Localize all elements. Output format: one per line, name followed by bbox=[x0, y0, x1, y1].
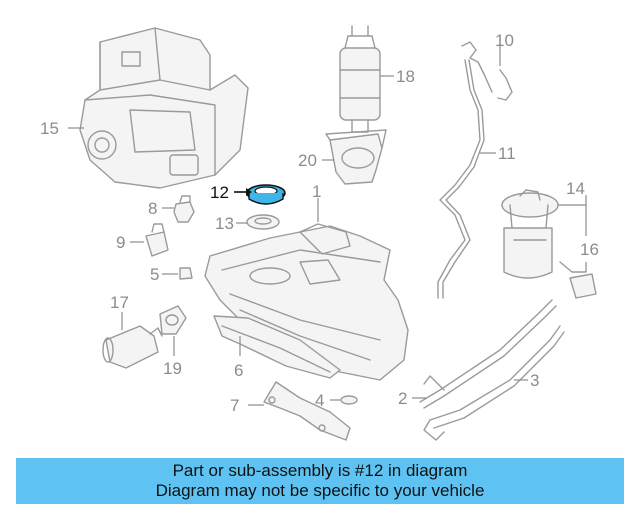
callout-16: 16 bbox=[580, 240, 599, 259]
callout-12: 12 bbox=[210, 183, 229, 202]
part-8-fitting bbox=[173, 195, 195, 223]
callout-3: 3 bbox=[530, 371, 539, 390]
banner-line-2: Diagram may not be specific to your vehi… bbox=[155, 481, 485, 500]
callout-1: 1 bbox=[312, 182, 321, 201]
callout-6: 6 bbox=[234, 361, 243, 380]
part-18-fuel-filter bbox=[339, 25, 381, 133]
callout-4: 4 bbox=[315, 391, 324, 410]
callout-13: 13 bbox=[215, 214, 234, 233]
part-17-pump bbox=[102, 325, 163, 369]
parts-diagram: 1 2 3 4 5 6 7 8 9 10 11 12 13 14 15 16 1… bbox=[40, 25, 599, 441]
part-1-fuel-tank bbox=[204, 223, 409, 381]
part-5-clip bbox=[179, 267, 193, 280]
callout-11: 11 bbox=[498, 144, 516, 163]
part-2-strap bbox=[419, 299, 557, 409]
part-4-nut bbox=[340, 395, 358, 405]
callout-15: 15 bbox=[40, 119, 59, 138]
callout-8: 8 bbox=[148, 199, 157, 218]
callout-18: 18 bbox=[396, 67, 415, 86]
banner-line-1: Part or sub-assembly is #12 in diagram bbox=[172, 461, 468, 480]
part-6-heat-shield bbox=[213, 315, 341, 379]
part-13-seal bbox=[246, 214, 280, 230]
info-banner: Part or sub-assembly is #12 in diagram D… bbox=[16, 458, 624, 504]
part-9-valve bbox=[145, 223, 169, 257]
callout-19: 19 bbox=[163, 359, 182, 378]
callout-7: 7 bbox=[230, 396, 239, 415]
callout-20: 20 bbox=[298, 151, 317, 170]
callout-9: 9 bbox=[116, 233, 125, 252]
part-19-grommet bbox=[159, 305, 187, 335]
part-14-fuel-sender bbox=[501, 189, 559, 279]
part-15-injection-pump bbox=[79, 27, 249, 189]
callout-2: 2 bbox=[398, 389, 407, 408]
callout-17: 17 bbox=[110, 293, 129, 312]
part-20-filter-bracket bbox=[325, 129, 387, 185]
callout-10: 10 bbox=[495, 31, 514, 50]
callout-5: 5 bbox=[150, 265, 159, 284]
part-10-fitting bbox=[461, 41, 513, 101]
part-3-strap bbox=[423, 325, 565, 441]
part-7-bracket bbox=[263, 381, 351, 441]
part-11-fuel-line bbox=[437, 59, 485, 299]
part-12-sealing-ring bbox=[246, 184, 286, 205]
part-16-sensor bbox=[559, 261, 597, 299]
callout-14: 14 bbox=[566, 179, 585, 198]
